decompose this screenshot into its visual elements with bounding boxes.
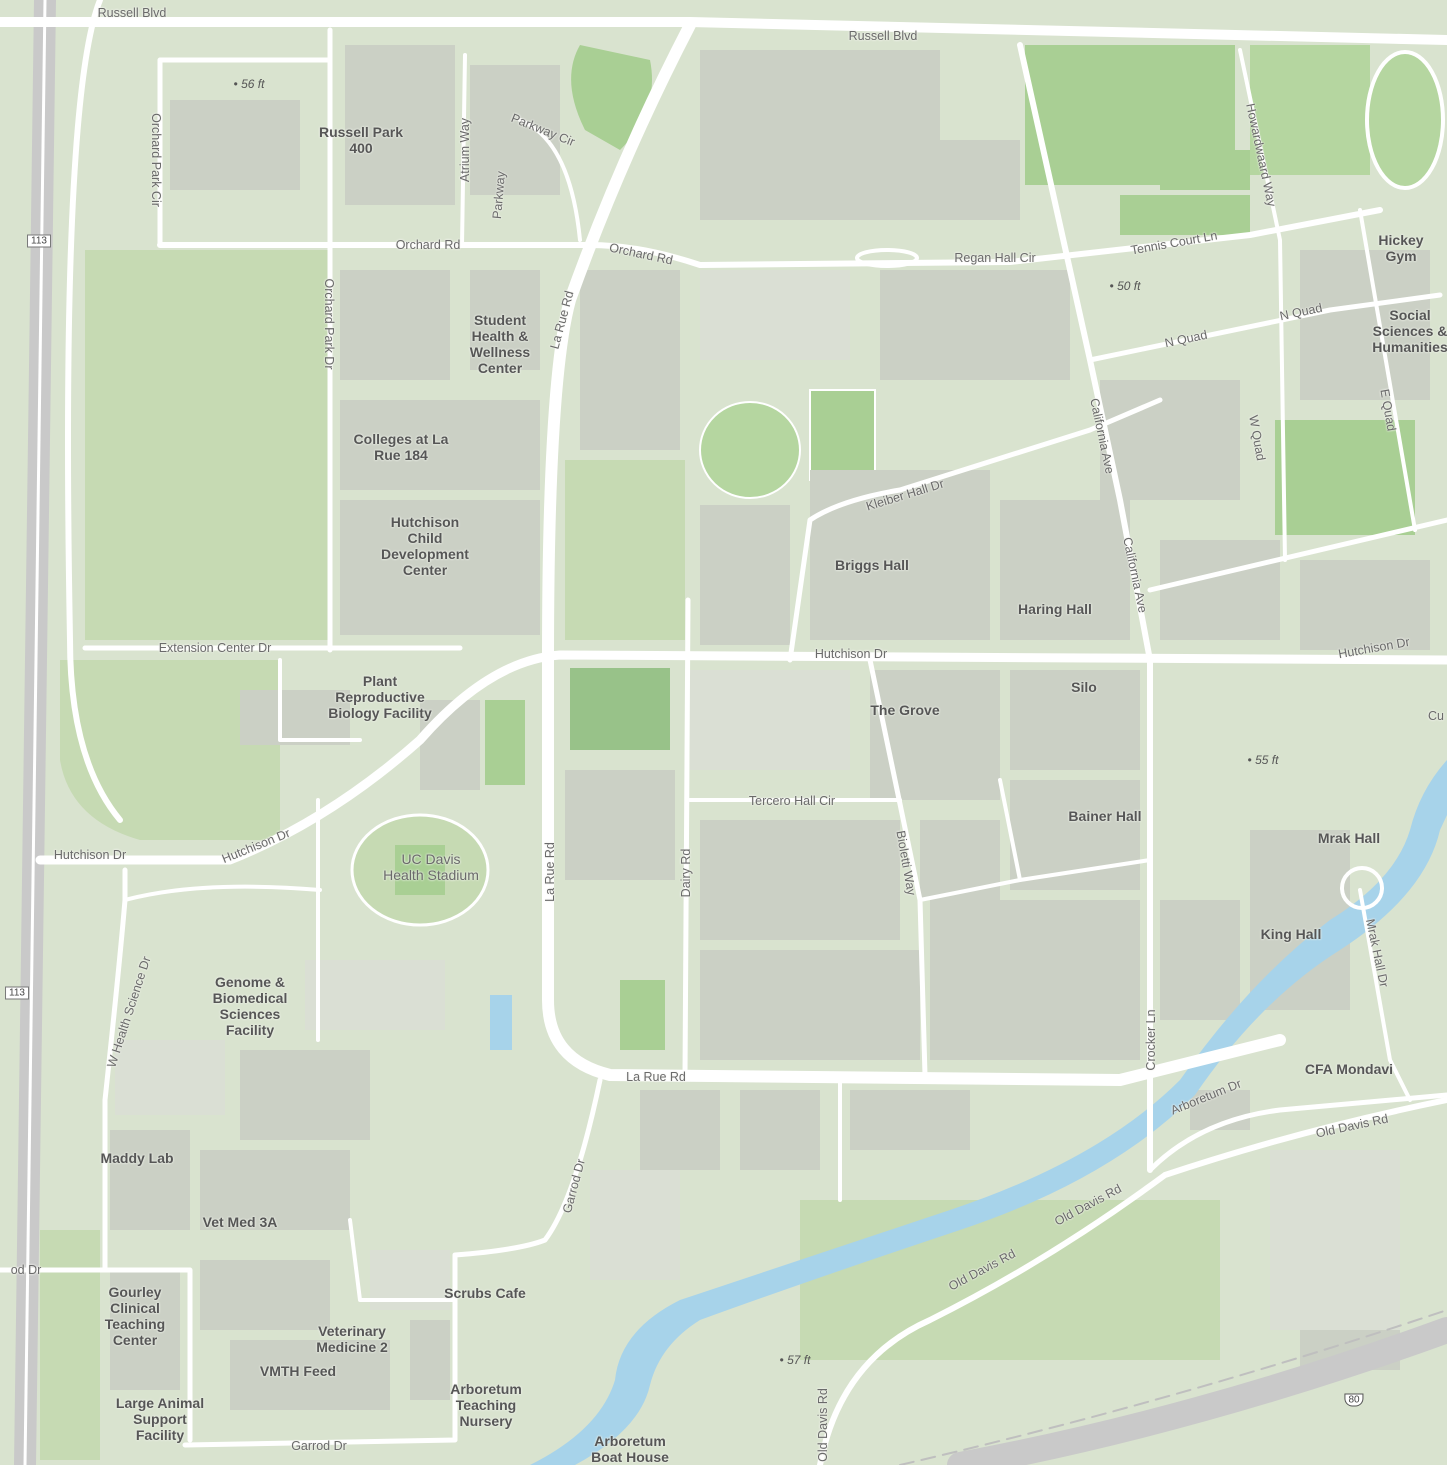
- pond: [490, 995, 512, 1050]
- park-areas: [40, 250, 1220, 1460]
- building-blocks: [110, 45, 1430, 1410]
- arboretum-waterway: [530, 760, 1447, 1465]
- sports-fields: [350, 45, 1445, 1050]
